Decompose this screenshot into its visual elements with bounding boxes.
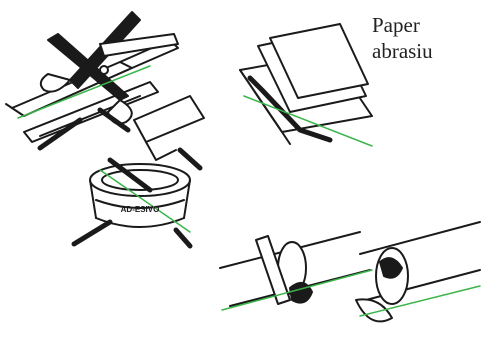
abrasive-paper-label-line1: Paper	[372, 12, 482, 38]
abrasive-paper-label: Paper abrasiu	[372, 12, 482, 64]
abrasive-paper-label-line2: abrasiu	[372, 38, 482, 64]
pipe-icon	[220, 232, 372, 310]
abrasive-paper-icon	[240, 24, 372, 146]
pipe-icon	[356, 222, 480, 321]
can-label: AD-ESIVO	[121, 205, 160, 214]
